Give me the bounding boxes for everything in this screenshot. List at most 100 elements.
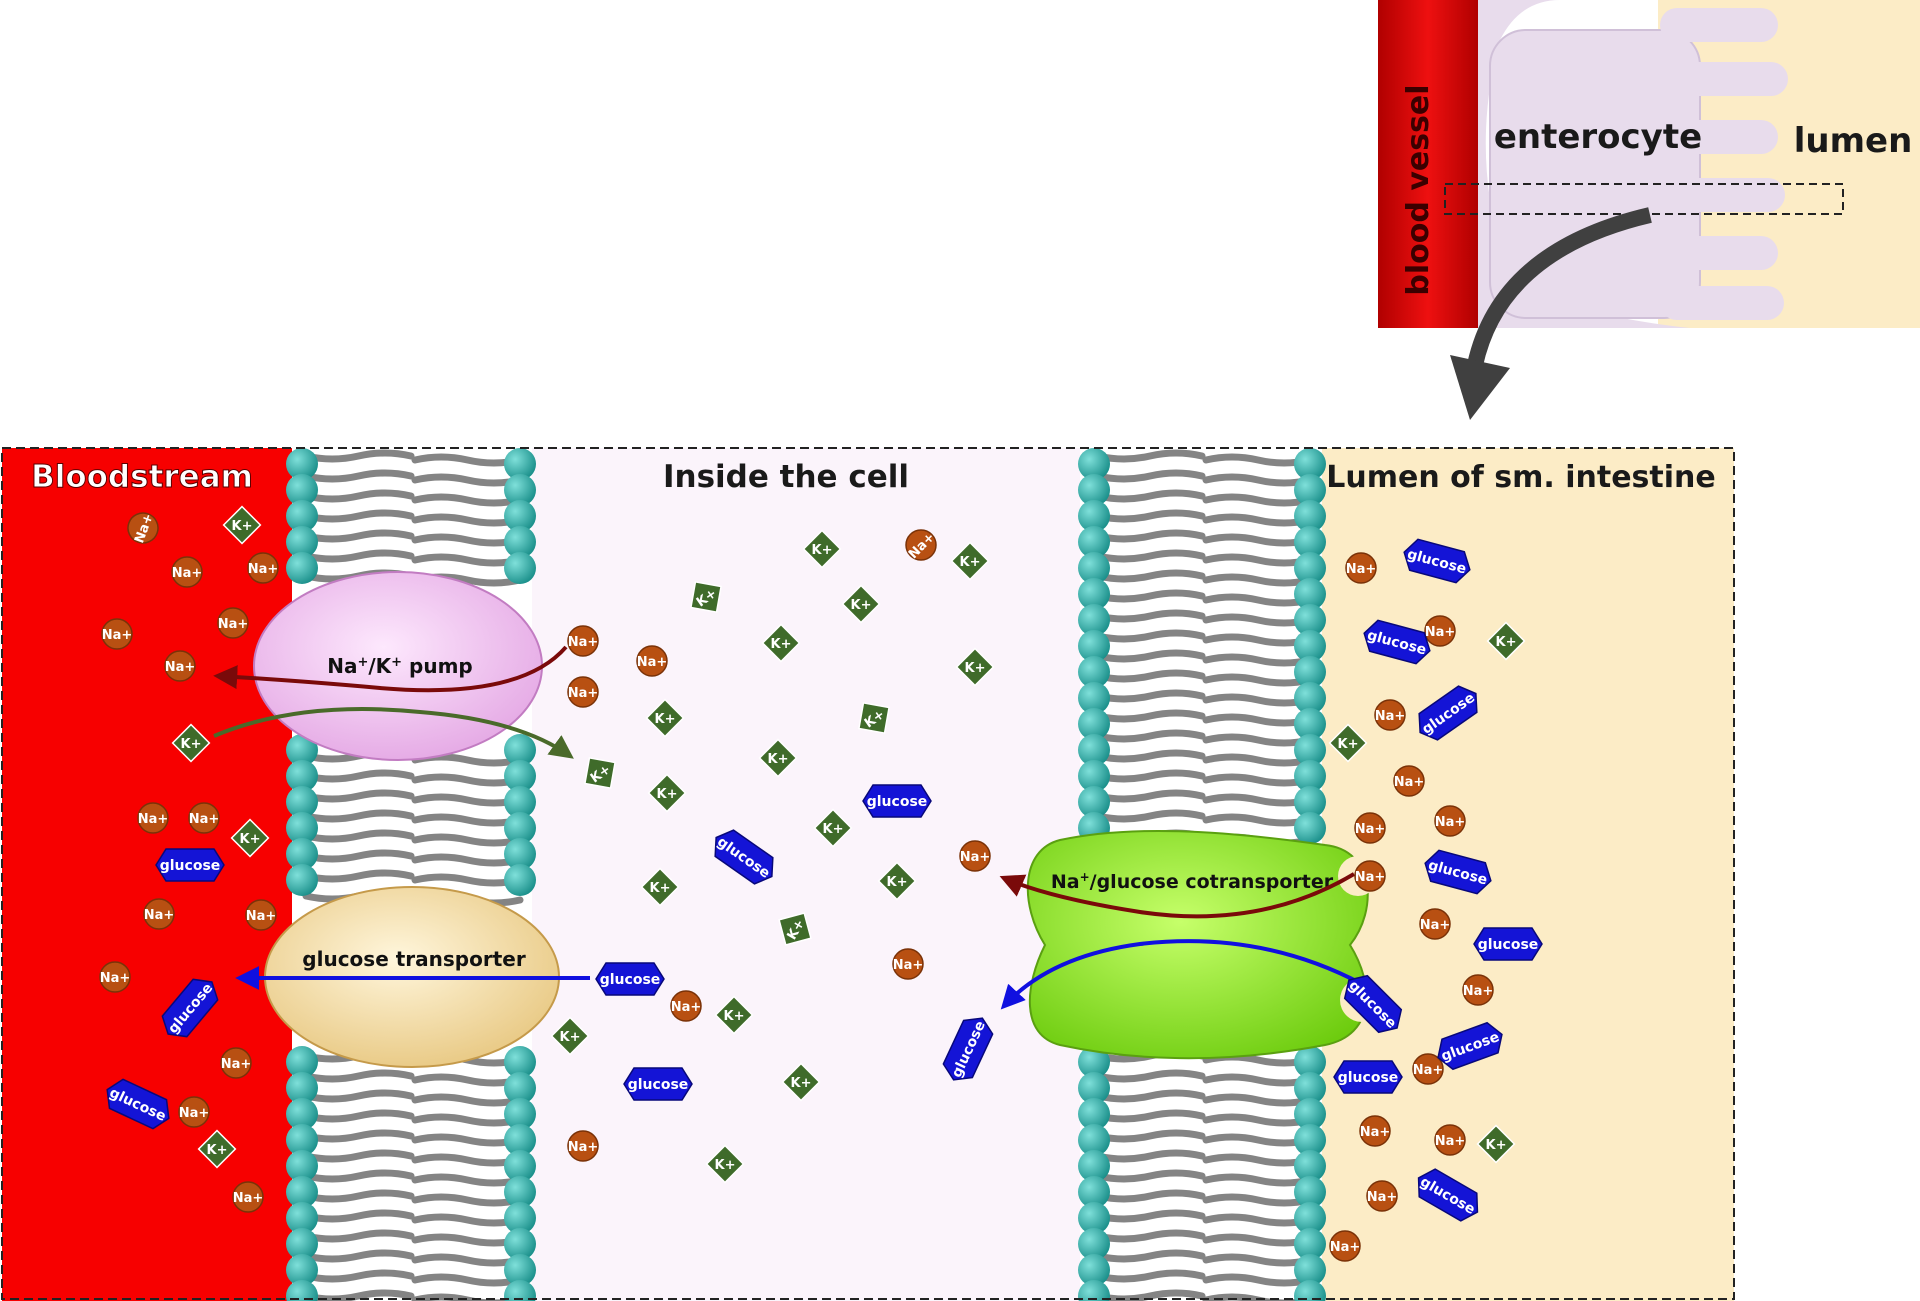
pump-k-in-arrow bbox=[213, 707, 574, 759]
svg-text:glucose: glucose bbox=[600, 972, 661, 988]
k-ion: K+ bbox=[584, 757, 616, 789]
glucose-molecule: glucose bbox=[623, 1067, 693, 1101]
lipid-tails bbox=[302, 449, 524, 1301]
svg-text:Na+: Na+ bbox=[1425, 625, 1456, 640]
svg-text:glucose: glucose bbox=[867, 794, 928, 810]
k-ion: K+ bbox=[645, 698, 685, 738]
na-ion: Na+ bbox=[188, 802, 220, 834]
bloodstream-region bbox=[2, 448, 292, 1301]
na-ion: Na+ bbox=[959, 840, 991, 872]
svg-text:Na+: Na+ bbox=[1355, 870, 1386, 885]
svg-text:K+: K+ bbox=[960, 555, 981, 570]
na-ion: Na+ bbox=[171, 556, 203, 588]
k-ion: K+ bbox=[758, 738, 798, 778]
transport-arrows bbox=[213, 645, 1363, 1010]
k-ion: K+ bbox=[858, 702, 890, 734]
svg-text:Na+: Na+ bbox=[221, 1057, 252, 1072]
svg-text:Na+: Na+ bbox=[1435, 1134, 1466, 1149]
na-ion: Na+ bbox=[143, 898, 175, 930]
k-ion: K+ bbox=[1476, 1124, 1516, 1164]
svg-text:Na+: Na+ bbox=[1360, 1125, 1391, 1140]
k-ion: K+ bbox=[230, 818, 270, 858]
k-ion: K+ bbox=[802, 529, 842, 569]
svg-text:glucose: glucose bbox=[160, 858, 221, 874]
svg-text:K+: K+ bbox=[181, 737, 202, 752]
svg-text:Na+: Na+ bbox=[248, 562, 279, 577]
svg-text:Na+: Na+ bbox=[100, 971, 131, 986]
svg-text:K+: K+ bbox=[240, 832, 261, 847]
cotransporter-label: Na+/glucose cotransporter bbox=[1051, 870, 1334, 893]
na-ion: Na+ bbox=[636, 645, 668, 677]
k-ion: K+ bbox=[647, 773, 687, 813]
svg-text:K+: K+ bbox=[791, 1076, 812, 1091]
svg-text:K+: K+ bbox=[768, 752, 789, 767]
svg-text:glucose: glucose bbox=[1338, 1070, 1399, 1086]
svg-text:Na+: Na+ bbox=[246, 909, 277, 924]
inset-lumen-label: lumen bbox=[1794, 121, 1913, 161]
svg-text:Na+: Na+ bbox=[1413, 1063, 1444, 1078]
na-ion: Na+ bbox=[127, 512, 159, 545]
na-ion: Na+ bbox=[178, 1096, 210, 1128]
cell-interior-region bbox=[532, 448, 1080, 1301]
k-ion: K+ bbox=[778, 912, 812, 946]
pump-label: Na+/K+ pump bbox=[327, 654, 473, 678]
na-ion: Na+ bbox=[1359, 1115, 1391, 1147]
svg-text:Na+: Na+ bbox=[1330, 1240, 1361, 1255]
svg-text:K+: K+ bbox=[724, 1009, 745, 1024]
k-ion: K+ bbox=[197, 1129, 237, 1169]
k-ion: K+ bbox=[550, 1016, 590, 1056]
sodium-ions: Na+ Na+ Na+ Na+ Na+ Na+ Na+ Na+ Na+ Na+ Na+ Na+ Na+ N… bbox=[99, 512, 1494, 1262]
na-ion: Na+ bbox=[247, 552, 279, 584]
inset-enterocyte-label: enterocyte bbox=[1494, 117, 1702, 157]
na-ion: Na+ bbox=[245, 899, 277, 931]
na-ion: Na+ bbox=[99, 961, 131, 993]
svg-text:Na+: Na+ bbox=[568, 635, 599, 650]
na-ion: Na+ bbox=[1354, 812, 1386, 844]
k-ion: K+ bbox=[877, 861, 917, 901]
svg-text:K+: K+ bbox=[1496, 635, 1517, 650]
glucose-molecule: glucose bbox=[1333, 1060, 1403, 1094]
na-ion: Na+ bbox=[1374, 699, 1406, 731]
na-ion: Na+ bbox=[892, 948, 924, 980]
svg-text:Na+: Na+ bbox=[1346, 562, 1377, 577]
k-ion: K+ bbox=[813, 808, 853, 848]
glucose-molecule: glucose bbox=[595, 962, 665, 996]
svg-text:K+: K+ bbox=[657, 787, 678, 802]
na-glucose-cotransporter: Na+/glucose cotransporter bbox=[1026, 829, 1384, 1060]
svg-text:Na+: Na+ bbox=[102, 628, 133, 643]
svg-text:Na+: Na+ bbox=[165, 660, 196, 675]
svg-text:glucose: glucose bbox=[628, 1077, 689, 1093]
glucose-molecule: glucose bbox=[714, 829, 774, 885]
na-ion: Na+ bbox=[1434, 1124, 1466, 1156]
na-ion: Na+ bbox=[1462, 974, 1494, 1006]
svg-text:Na+: Na+ bbox=[1367, 1190, 1398, 1205]
cotransporter-glucose-arrow bbox=[1000, 939, 1363, 1010]
svg-text:Na+: Na+ bbox=[1463, 984, 1494, 999]
svg-text:Na+: Na+ bbox=[1375, 709, 1406, 724]
na-ion: Na+ bbox=[567, 1130, 599, 1162]
svg-text:Na+: Na+ bbox=[138, 812, 169, 827]
svg-text:Na+: Na+ bbox=[1355, 822, 1386, 837]
k-ion: K+ bbox=[640, 867, 680, 907]
k-ion: K+ bbox=[222, 505, 262, 545]
lumen-title: Lumen of sm. intestine bbox=[1326, 460, 1715, 495]
svg-text:Na+: Na+ bbox=[568, 1140, 599, 1155]
svg-text:K+: K+ bbox=[232, 519, 253, 534]
svg-text:Na+: Na+ bbox=[671, 1000, 702, 1015]
zoom-arrow bbox=[1467, 207, 1652, 367]
k-ion: K+ bbox=[1486, 621, 1526, 661]
bloodstream-title: Bloodstream bbox=[31, 459, 253, 495]
na-ion: Na+ bbox=[217, 607, 249, 639]
svg-text:Na+: Na+ bbox=[179, 1106, 210, 1121]
svg-text:Na+: Na+ bbox=[893, 958, 924, 973]
svg-text:Na+: Na+ bbox=[144, 908, 175, 923]
na-ion: Na+ bbox=[1419, 908, 1451, 940]
svg-text:K+: K+ bbox=[965, 661, 986, 676]
cotransporter-na-arrow bbox=[999, 872, 1356, 919]
na-ion: Na+ bbox=[220, 1047, 252, 1079]
svg-text:Na+: Na+ bbox=[189, 812, 220, 827]
svg-text:Na+: Na+ bbox=[1394, 775, 1425, 790]
lipid-tails bbox=[1094, 449, 1314, 1301]
svg-text:K+: K+ bbox=[771, 637, 792, 652]
